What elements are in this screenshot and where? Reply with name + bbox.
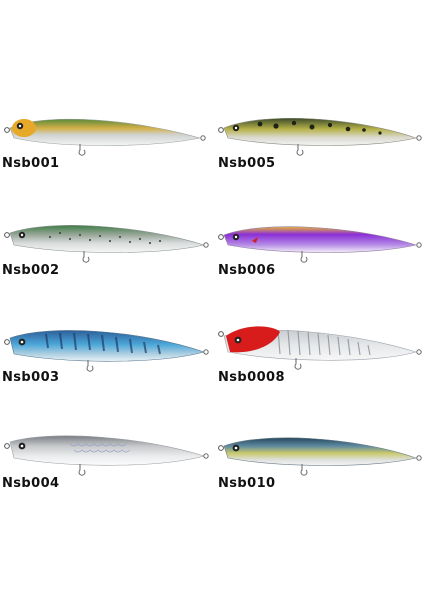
lure-image <box>4 330 209 372</box>
lure-image <box>218 117 422 156</box>
lure-image <box>218 226 422 263</box>
lure-image <box>4 435 209 476</box>
product-cell[interactable]: Nsb004 <box>0 428 212 538</box>
product-cell[interactable]: Nsb0008 <box>212 322 424 432</box>
product-cell[interactable]: Nsb006 <box>212 215 424 325</box>
product-code: Nsb010 <box>218 476 276 491</box>
product-code: Nsb005 <box>218 156 276 171</box>
product-code: Nsb001 <box>2 156 60 171</box>
product-code: Nsb004 <box>2 476 60 491</box>
product-cell[interactable]: Nsb001 <box>0 108 212 218</box>
lure-image <box>4 225 209 263</box>
product-code: Nsb002 <box>2 263 60 278</box>
product-cell[interactable]: Nsb002 <box>0 215 212 325</box>
product-code: Nsb006 <box>218 263 276 278</box>
product-code: Nsb003 <box>2 370 60 385</box>
product-cell[interactable]: Nsb005 <box>212 108 424 218</box>
lure-image <box>218 326 422 370</box>
product-cell[interactable]: Nsb010 <box>212 428 424 538</box>
lure-image <box>218 437 422 476</box>
lure-image <box>4 118 206 156</box>
product-cell[interactable]: Nsb003 <box>0 322 212 432</box>
product-code: Nsb0008 <box>218 370 285 385</box>
